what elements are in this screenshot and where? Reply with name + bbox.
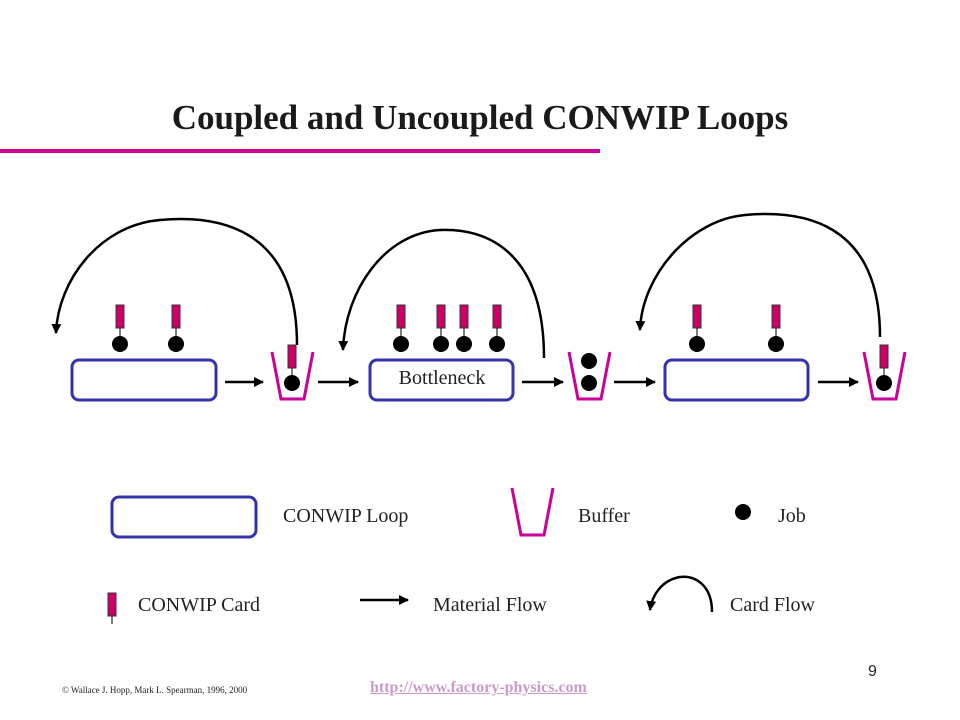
legend-loop-symbol — [110, 495, 258, 539]
legend-job-symbol — [735, 504, 751, 520]
buffer-2 — [567, 351, 612, 401]
slide-title: Coupled and Uncoupled CONWIP Loops — [171, 98, 789, 137]
legend-card-symbol — [107, 592, 117, 624]
title-rule — [0, 149, 600, 153]
card-job-3b — [768, 304, 784, 352]
legend-conwip-loop-label: CONWIP Loop — [283, 505, 409, 527]
copyright-notice: © Wallace J. Hopp, Mark L. Spearman, 199… — [62, 685, 248, 695]
card-flow-arc-3 — [635, 212, 882, 338]
card-job-2b — [433, 304, 449, 352]
card-job-1b — [168, 304, 184, 352]
card-job-buffer-1 — [284, 344, 300, 391]
card-job-buffer-3 — [876, 344, 892, 391]
legend-card-flow-arc — [646, 575, 714, 613]
card-flow-arc-1 — [51, 217, 299, 346]
job-buffer-2b — [581, 375, 597, 391]
legend-job-label: Job — [778, 505, 806, 527]
card-job-1a — [112, 304, 128, 352]
bottleneck-label: Bottleneck — [398, 367, 486, 389]
legend-conwip-card-label: CONWIP Card — [138, 594, 261, 616]
legend-buffer-label: Buffer — [578, 505, 630, 527]
conwip-loop-1 — [70, 358, 218, 402]
conwip-loop-3 — [663, 358, 810, 402]
legend-card-flow-label: Card Flow — [730, 594, 815, 616]
conwip-loop-bottleneck — [368, 358, 515, 402]
legend-buffer-symbol — [510, 487, 555, 537]
source-link[interactable]: http://www.factory-physics.com — [370, 679, 587, 696]
buffer-3 — [862, 351, 907, 401]
card-flow-arc-2 — [338, 228, 546, 359]
legend-material-flow-label: Material Flow — [433, 594, 547, 616]
card-job-2d — [489, 304, 505, 352]
page-number: 9 — [868, 663, 877, 680]
card-job-3a — [689, 304, 705, 352]
card-job-2a — [393, 304, 409, 352]
buffer-1 — [270, 351, 315, 401]
job-buffer-2a — [581, 353, 597, 369]
card-job-2c — [456, 304, 472, 352]
